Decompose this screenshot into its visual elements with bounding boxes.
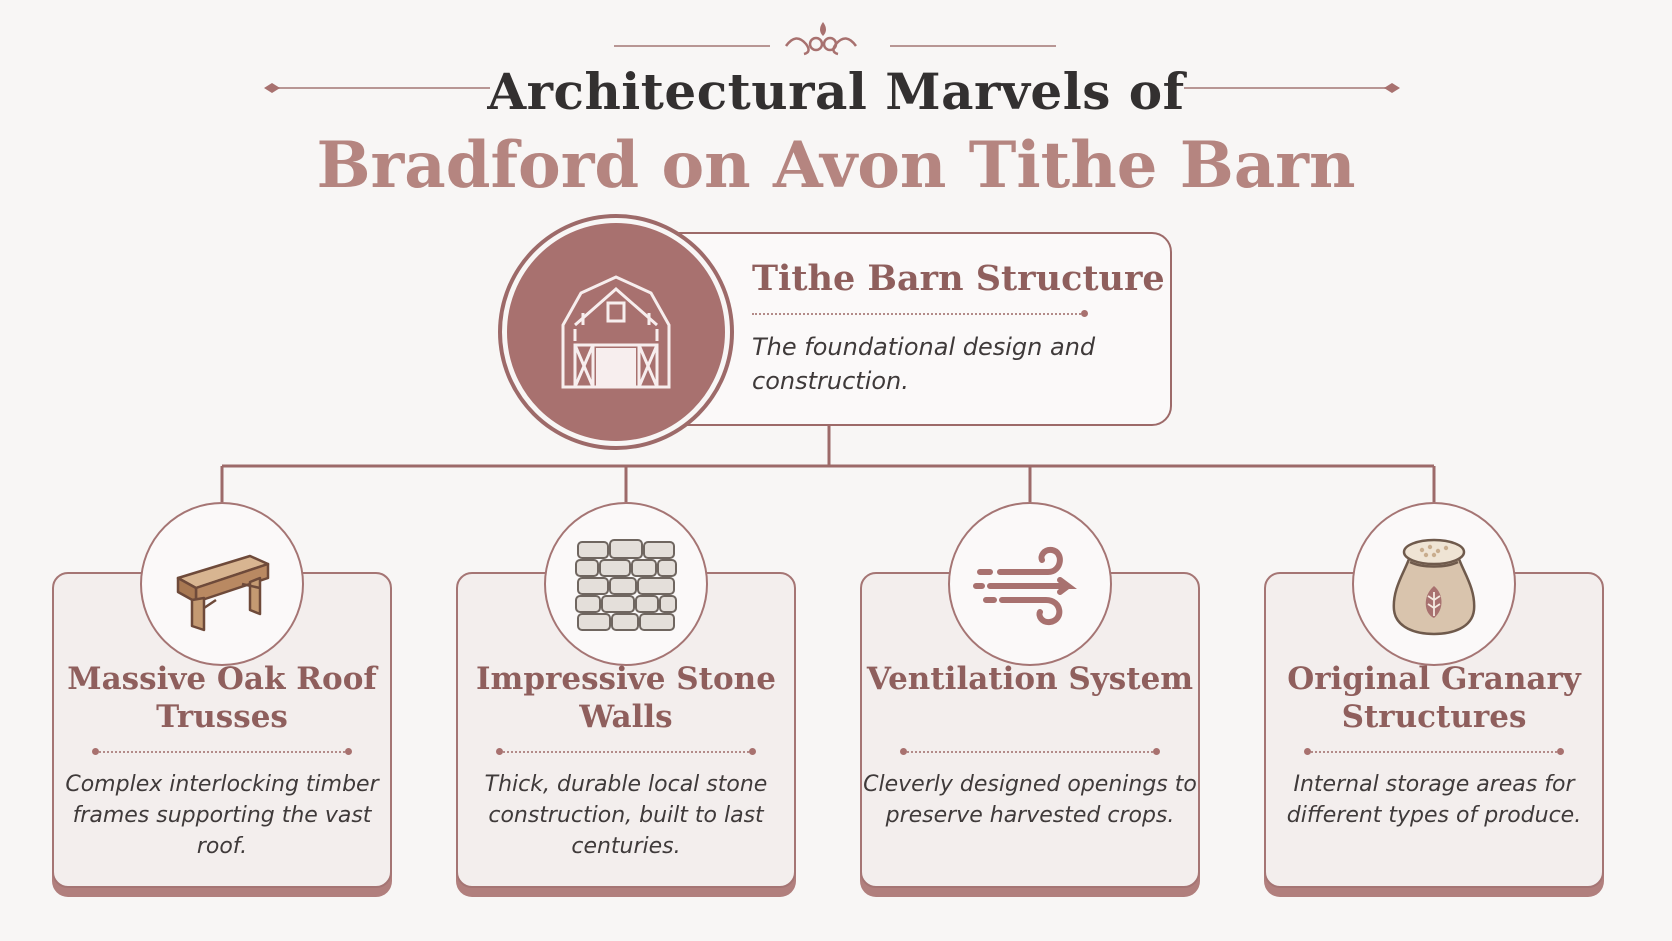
card-title: Ventilation System xyxy=(866,661,1194,697)
wind-icon xyxy=(973,546,1077,626)
page-subtitle: Bradford on Avon Tithe Barn xyxy=(316,128,1356,203)
card-title: Original Granary Structures xyxy=(1287,661,1581,735)
card-description: Complex interlocking timber frames suppo… xyxy=(65,772,379,859)
grain-sack-icon xyxy=(1392,538,1476,636)
root-node-badge xyxy=(502,218,730,446)
root-node-title: Tithe Barn Structure xyxy=(752,258,1165,299)
card-divider xyxy=(900,748,1160,755)
card-description: Thick, durable local stone construction,… xyxy=(484,772,768,859)
header-ornament-top xyxy=(264,22,1400,93)
card-icon-circle xyxy=(140,502,304,666)
card-divider xyxy=(496,748,756,755)
card-icon-circle xyxy=(544,502,708,666)
root-node-description: The foundational design and construction… xyxy=(752,333,1096,395)
timber-beam-icon xyxy=(176,554,270,632)
card-divider xyxy=(92,748,352,755)
card-description: Cleverly designed openings to preserve h… xyxy=(863,772,1197,828)
card-icon-circle xyxy=(948,502,1112,666)
card-title: Impressive Stone Walls xyxy=(476,661,776,735)
root-node-divider xyxy=(752,310,1088,317)
card-icon-circle xyxy=(1352,502,1516,666)
page-title: Architectural Marvels of xyxy=(487,62,1185,121)
card-divider xyxy=(1304,748,1564,755)
card-title: Massive Oak Roof Trusses xyxy=(67,661,377,735)
barn-icon xyxy=(561,275,671,389)
stone-wall-icon xyxy=(575,539,677,631)
card-description: Internal storage areas for different typ… xyxy=(1286,772,1582,828)
